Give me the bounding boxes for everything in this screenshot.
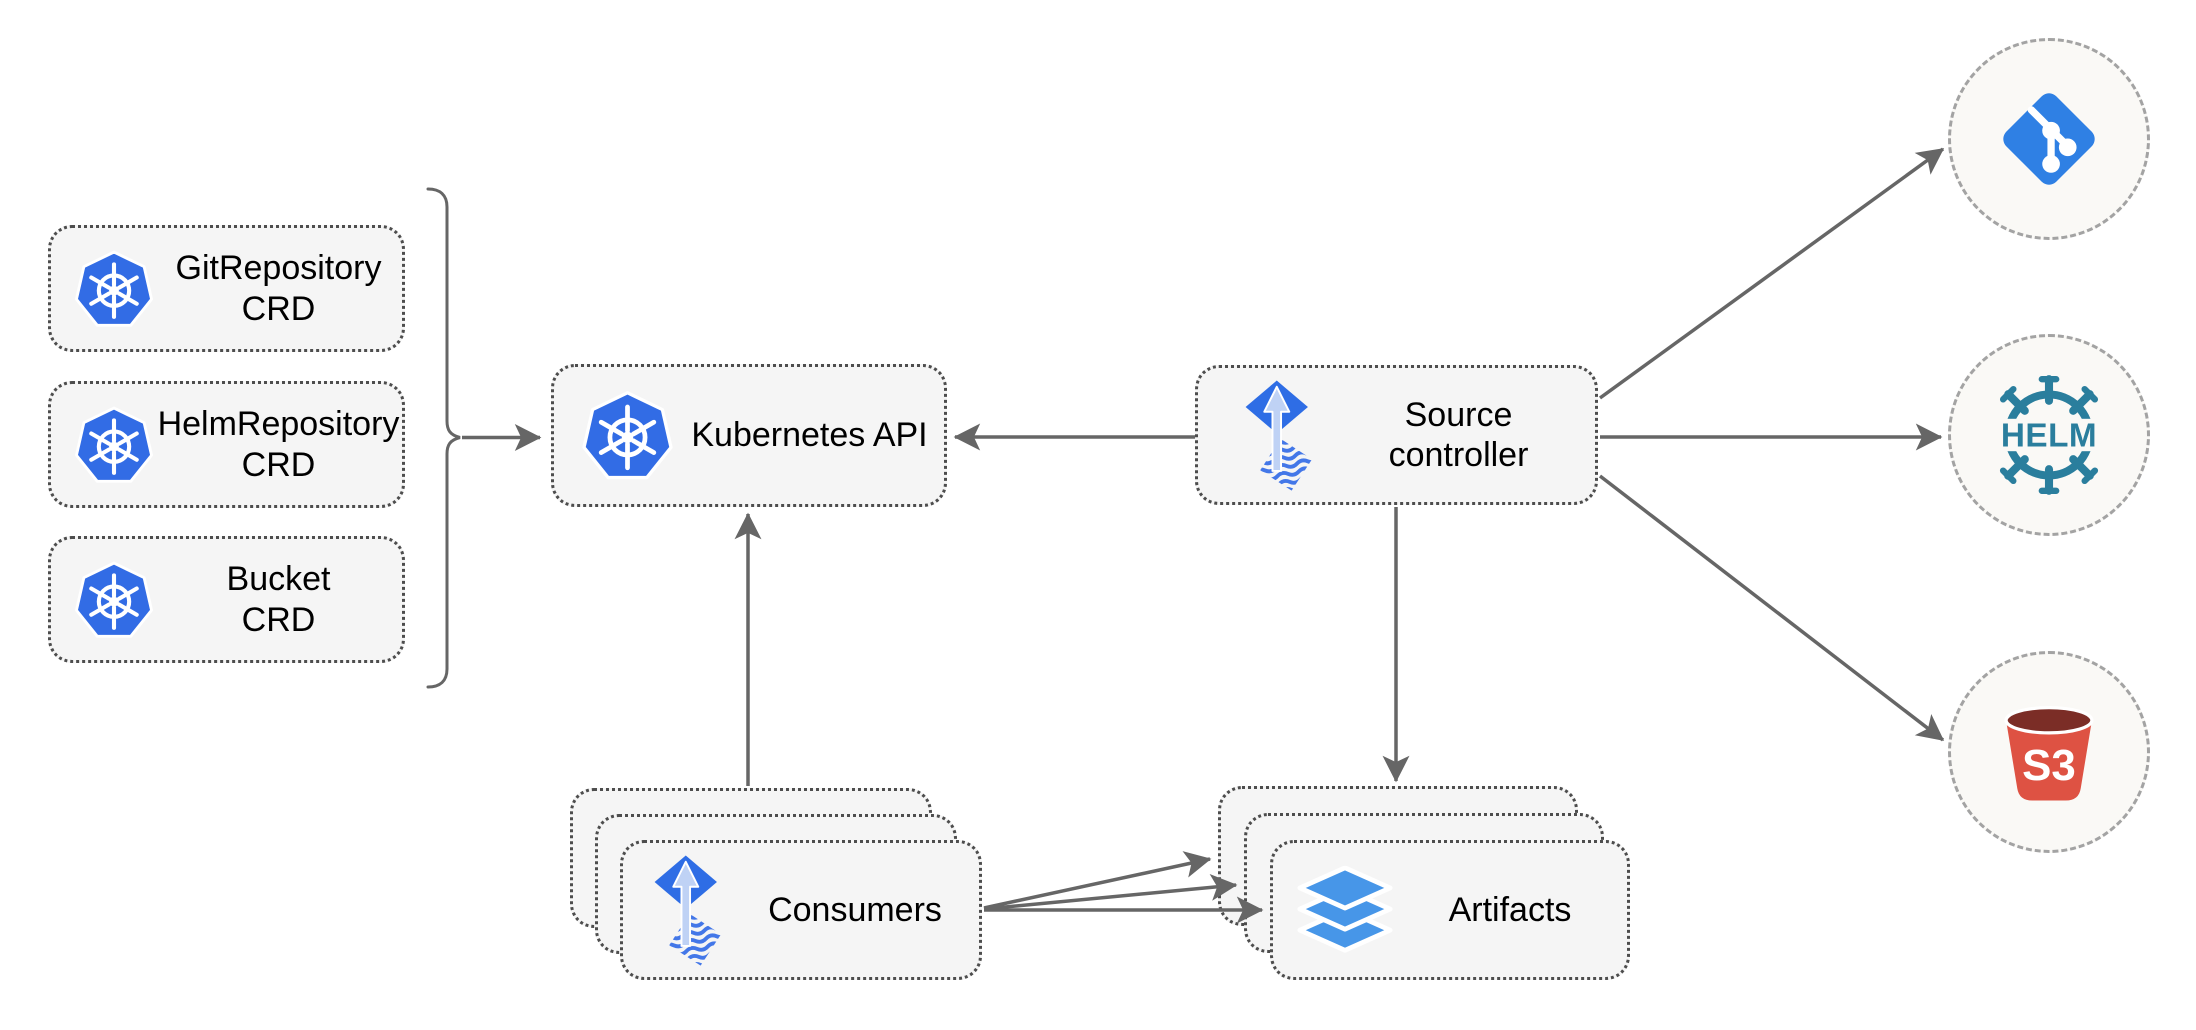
helm-icon: HELM <box>1986 372 2112 498</box>
consumers-text: Consumers <box>768 890 942 929</box>
source-controller-line1: Source <box>1404 395 1513 434</box>
node-gitrepository-crd: GitRepository CRD <box>48 225 405 352</box>
node-consumers: Consumers <box>620 840 982 980</box>
artifacts-text: Artifacts <box>1448 890 1572 929</box>
kubernetes-icon <box>73 248 155 330</box>
node-artifacts: Artifacts <box>1270 840 1630 980</box>
s3-bucket-icon: S3 <box>1993 696 2105 808</box>
node-source-controller: Source controller <box>1195 365 1598 505</box>
edge-consumers-to-artifacts-2 <box>983 873 1238 911</box>
helm-label: HELM <box>2001 418 2097 455</box>
node-s3-source: S3 <box>1948 651 2150 853</box>
source-controller-label: Source controller <box>1322 395 1595 475</box>
layers-icon <box>1297 865 1393 955</box>
helmrepository-crd-line2: CRD <box>241 445 316 484</box>
kubernetes-api-text: Kubernetes API <box>691 416 928 455</box>
node-git-source <box>1948 38 2150 240</box>
gitrepository-crd-line2: CRD <box>241 289 316 328</box>
node-bucket-crd: Bucket CRD <box>48 536 405 663</box>
kubernetes-icon <box>73 404 155 486</box>
bucket-crd-line2: CRD <box>241 600 316 639</box>
edge-source-controller-to-s3 <box>1598 474 1945 742</box>
node-kubernetes-api: Kubernetes API <box>551 364 947 507</box>
node-helmrepository-crd: HelmRepository CRD <box>48 381 405 508</box>
crd-group-bracket <box>426 187 461 689</box>
kubernetes-api-label: Kubernetes API <box>675 415 944 455</box>
source-controller-line2: controller <box>1388 436 1529 474</box>
gitrepository-crd-line1: GitRepository <box>175 249 382 288</box>
kubernetes-icon <box>73 559 155 641</box>
artifacts-label: Artifacts <box>1393 890 1627 930</box>
kubernetes-icon <box>580 388 675 483</box>
flux-source-icon <box>653 854 731 967</box>
s3-label: S3 <box>2022 741 2076 790</box>
edge-consumers-to-artifacts-1 <box>983 851 1212 910</box>
helmrepository-crd-line1: HelmRepository <box>157 405 400 444</box>
node-helm-source: HELM <box>1948 334 2150 536</box>
git-icon <box>1997 87 2101 191</box>
flux-source-icon <box>1244 379 1322 492</box>
helmrepository-crd-label: HelmRepository CRD <box>155 404 402 484</box>
consumers-label: Consumers <box>731 890 979 930</box>
bucket-crd-label: Bucket CRD <box>155 559 402 639</box>
bucket-crd-line1: Bucket <box>226 560 331 599</box>
gitrepository-crd-label: GitRepository CRD <box>155 248 402 328</box>
edge-source-controller-to-git <box>1598 147 1945 400</box>
